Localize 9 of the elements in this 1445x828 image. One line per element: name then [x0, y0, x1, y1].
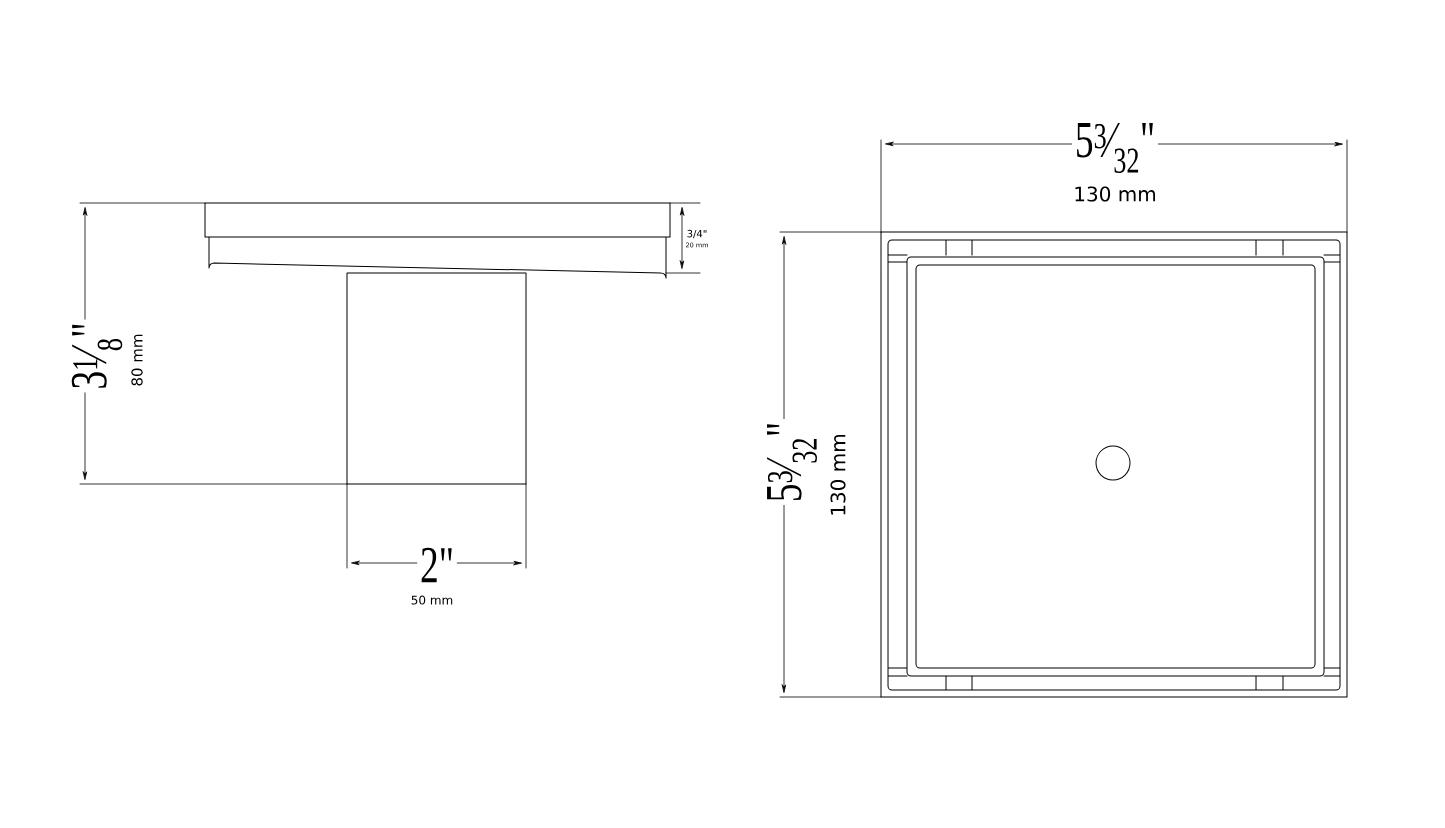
dimension-label: 3/4"	[687, 229, 707, 239]
dimension-label: 130 mm	[830, 435, 846, 515]
dimension-label: 5$^{3}$⁄$_{32}$"	[1072, 122, 1159, 174]
dimension-label: 130 mm	[1075, 186, 1156, 202]
dimension-label: 2"	[417, 546, 457, 584]
dimension-label: 5$^{3}$⁄$_{32}$"	[766, 419, 818, 506]
dimension-label: 80 mm	[131, 334, 143, 386]
dimension-label: 3$^{1}$⁄$_{8}$"	[70, 319, 124, 393]
dimension-label: 50 mm	[411, 595, 453, 605]
